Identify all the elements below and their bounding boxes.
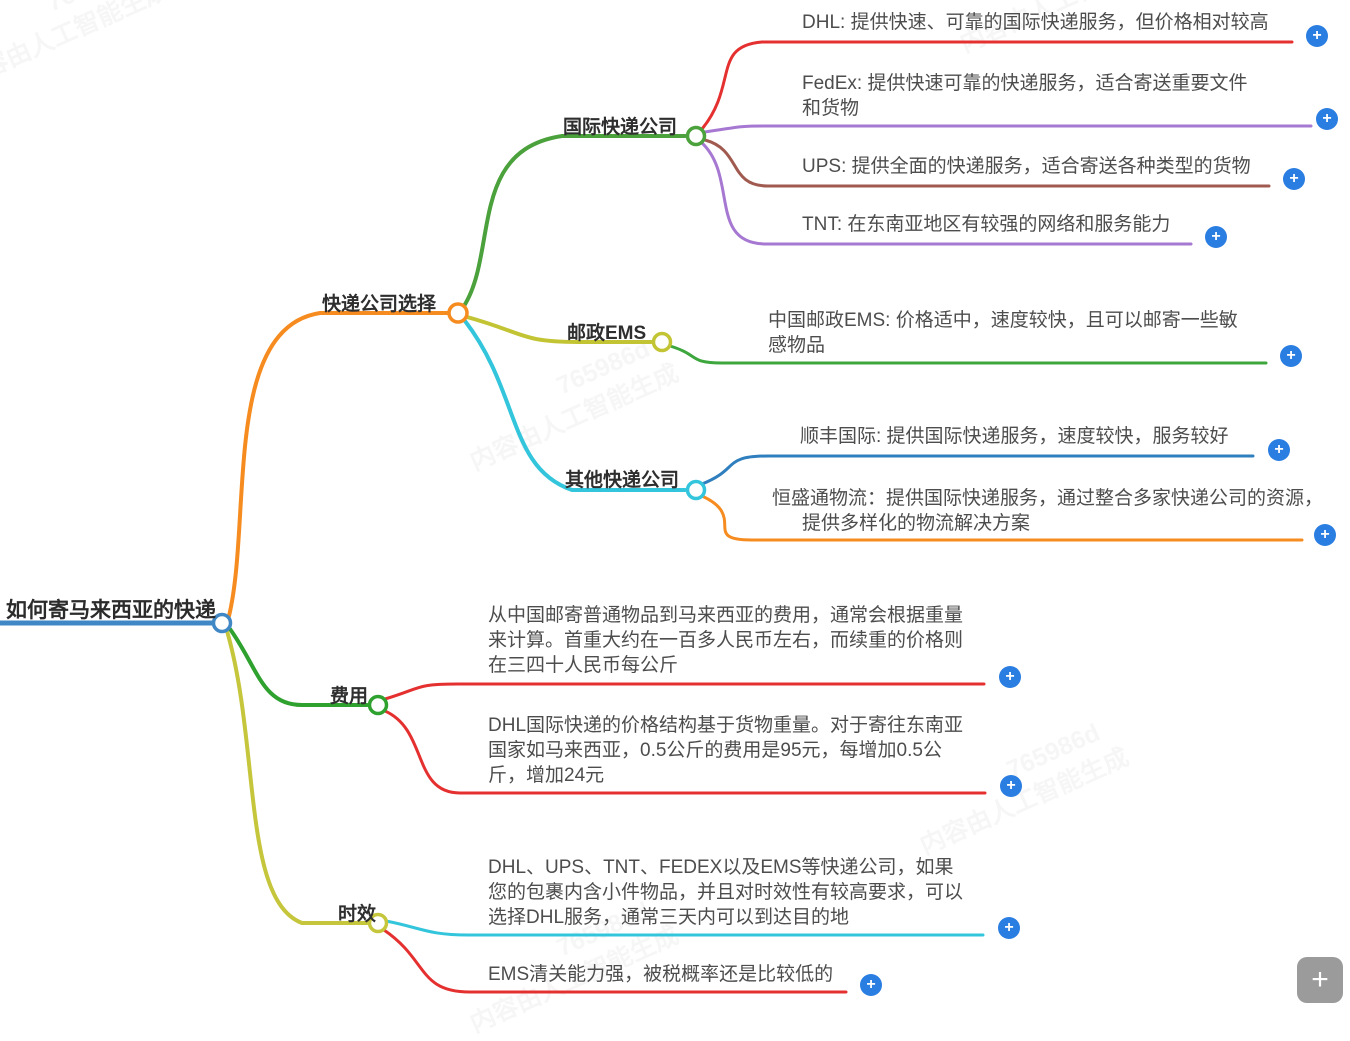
add-button-time-1[interactable]: + [998, 917, 1020, 939]
branch-label-youzheng-ems[interactable]: 邮政EMS [567, 323, 647, 344]
leaf-text-fee-2[interactable]: DHL国际快递的价格结构基于货物重量。对于寄往东南亚国家如马来西亚，0.5公斤的… [488, 715, 964, 786]
add-button-fee-1[interactable]: + [999, 666, 1021, 688]
edge-to-kuaidi-xuanze [227, 311, 449, 618]
watermark-text: 内容由人工智能生成 [0, 0, 173, 94]
leaf-text-time-1[interactable]: DHL、UPS、TNT、FEDEX以及EMS等快递公司，如果您的包裹内含小件物品… [488, 857, 964, 928]
leaf-text-ups[interactable]: UPS: 提供全面的快递服务，适合寄送各种类型的货物 [802, 156, 1251, 177]
add-button-time-2[interactable]: + [860, 974, 882, 996]
add-button-china-ems[interactable]: + [1280, 345, 1302, 367]
leaf-text-fedex[interactable]: FedEx: 提供快速可靠的快递服务，适合寄送重要文件和货物 [802, 73, 1248, 119]
add-button-tnt[interactable]: + [1205, 226, 1227, 248]
watermark: 765986d 内容由人工智能生成 [451, 325, 684, 479]
edge-leaf-fee-1 [383, 682, 986, 701]
branch-label-feiyong[interactable]: 费用 [330, 686, 369, 707]
leaf-text-time-2[interactable]: EMS清关能力强，被税概率还是比较低的 [488, 964, 834, 985]
leaf-text-dhl[interactable]: DHL: 提供快速、可靠的国际快递服务，但价格相对较高 [802, 12, 1269, 33]
add-button-fee-2[interactable]: + [1000, 775, 1022, 797]
add-button-hengshengtong[interactable]: + [1314, 524, 1336, 546]
node-circle-kuaidi-xuanze[interactable] [447, 302, 469, 324]
node-circle-root[interactable] [211, 612, 233, 634]
add-button-dhl[interactable]: + [1306, 25, 1328, 47]
branch-label-kuaidi-xuanze[interactable]: 快递公司选择 [322, 294, 437, 315]
branch-label-guoji-kuaidi[interactable]: 国际快递公司 [563, 117, 678, 138]
edge-leaf-fedex [703, 124, 1313, 134]
watermark: 765986d 内容由人工智能生成 [0, 0, 174, 96]
edge-to-shixiao [225, 629, 369, 925]
watermark-id: 765986d [0, 0, 160, 65]
add-button-ups[interactable]: + [1283, 168, 1305, 190]
branch-label-shixiao[interactable]: 时效 [338, 904, 377, 925]
watermark-text: 内容由人工智能生成 [465, 358, 683, 477]
root-node-label[interactable]: 如何寄马来西亚的快递 [6, 599, 216, 622]
node-circle-qita-kuaidi[interactable] [685, 479, 707, 501]
node-circle-feiyong[interactable] [367, 694, 389, 716]
leaf-text-china-ems[interactable]: 中国邮政EMS: 价格适中，速度较快，且可以邮寄一些敏感物品 [768, 310, 1238, 356]
add-button-shunfeng[interactable]: + [1268, 439, 1290, 461]
leaf-text-shunfeng[interactable]: 顺丰国际: 提供国际快递服务，速度较快，服务较好 [800, 426, 1229, 447]
node-circle-youzheng-ems[interactable] [651, 331, 673, 353]
branch-label-qita-kuaidi[interactable]: 其他快递公司 [565, 470, 680, 491]
edge-to-guoji-kuaidi [462, 134, 687, 308]
edge-leaf-shunfeng [700, 454, 1255, 486]
leaf-text-fee-1[interactable]: 从中国邮寄普通物品到马来西亚的费用，通常会根据重量来计算。首重大约在一百多人民币… [488, 605, 964, 676]
expand-fab-button[interactable]: + [1297, 957, 1343, 1003]
leaf-text-hengshengtong[interactable]: 恒盛通物流：提供国际快递服务，通过整合多家快递公司的资源，提供多样化的物流解决方… [772, 488, 1324, 534]
leaf-text-tnt[interactable]: TNT: 在东南亚地区有较强的网络和服务能力 [802, 214, 1171, 235]
add-button-fedex[interactable]: + [1316, 108, 1338, 130]
node-circle-guoji-kuaidi[interactable] [685, 125, 707, 147]
